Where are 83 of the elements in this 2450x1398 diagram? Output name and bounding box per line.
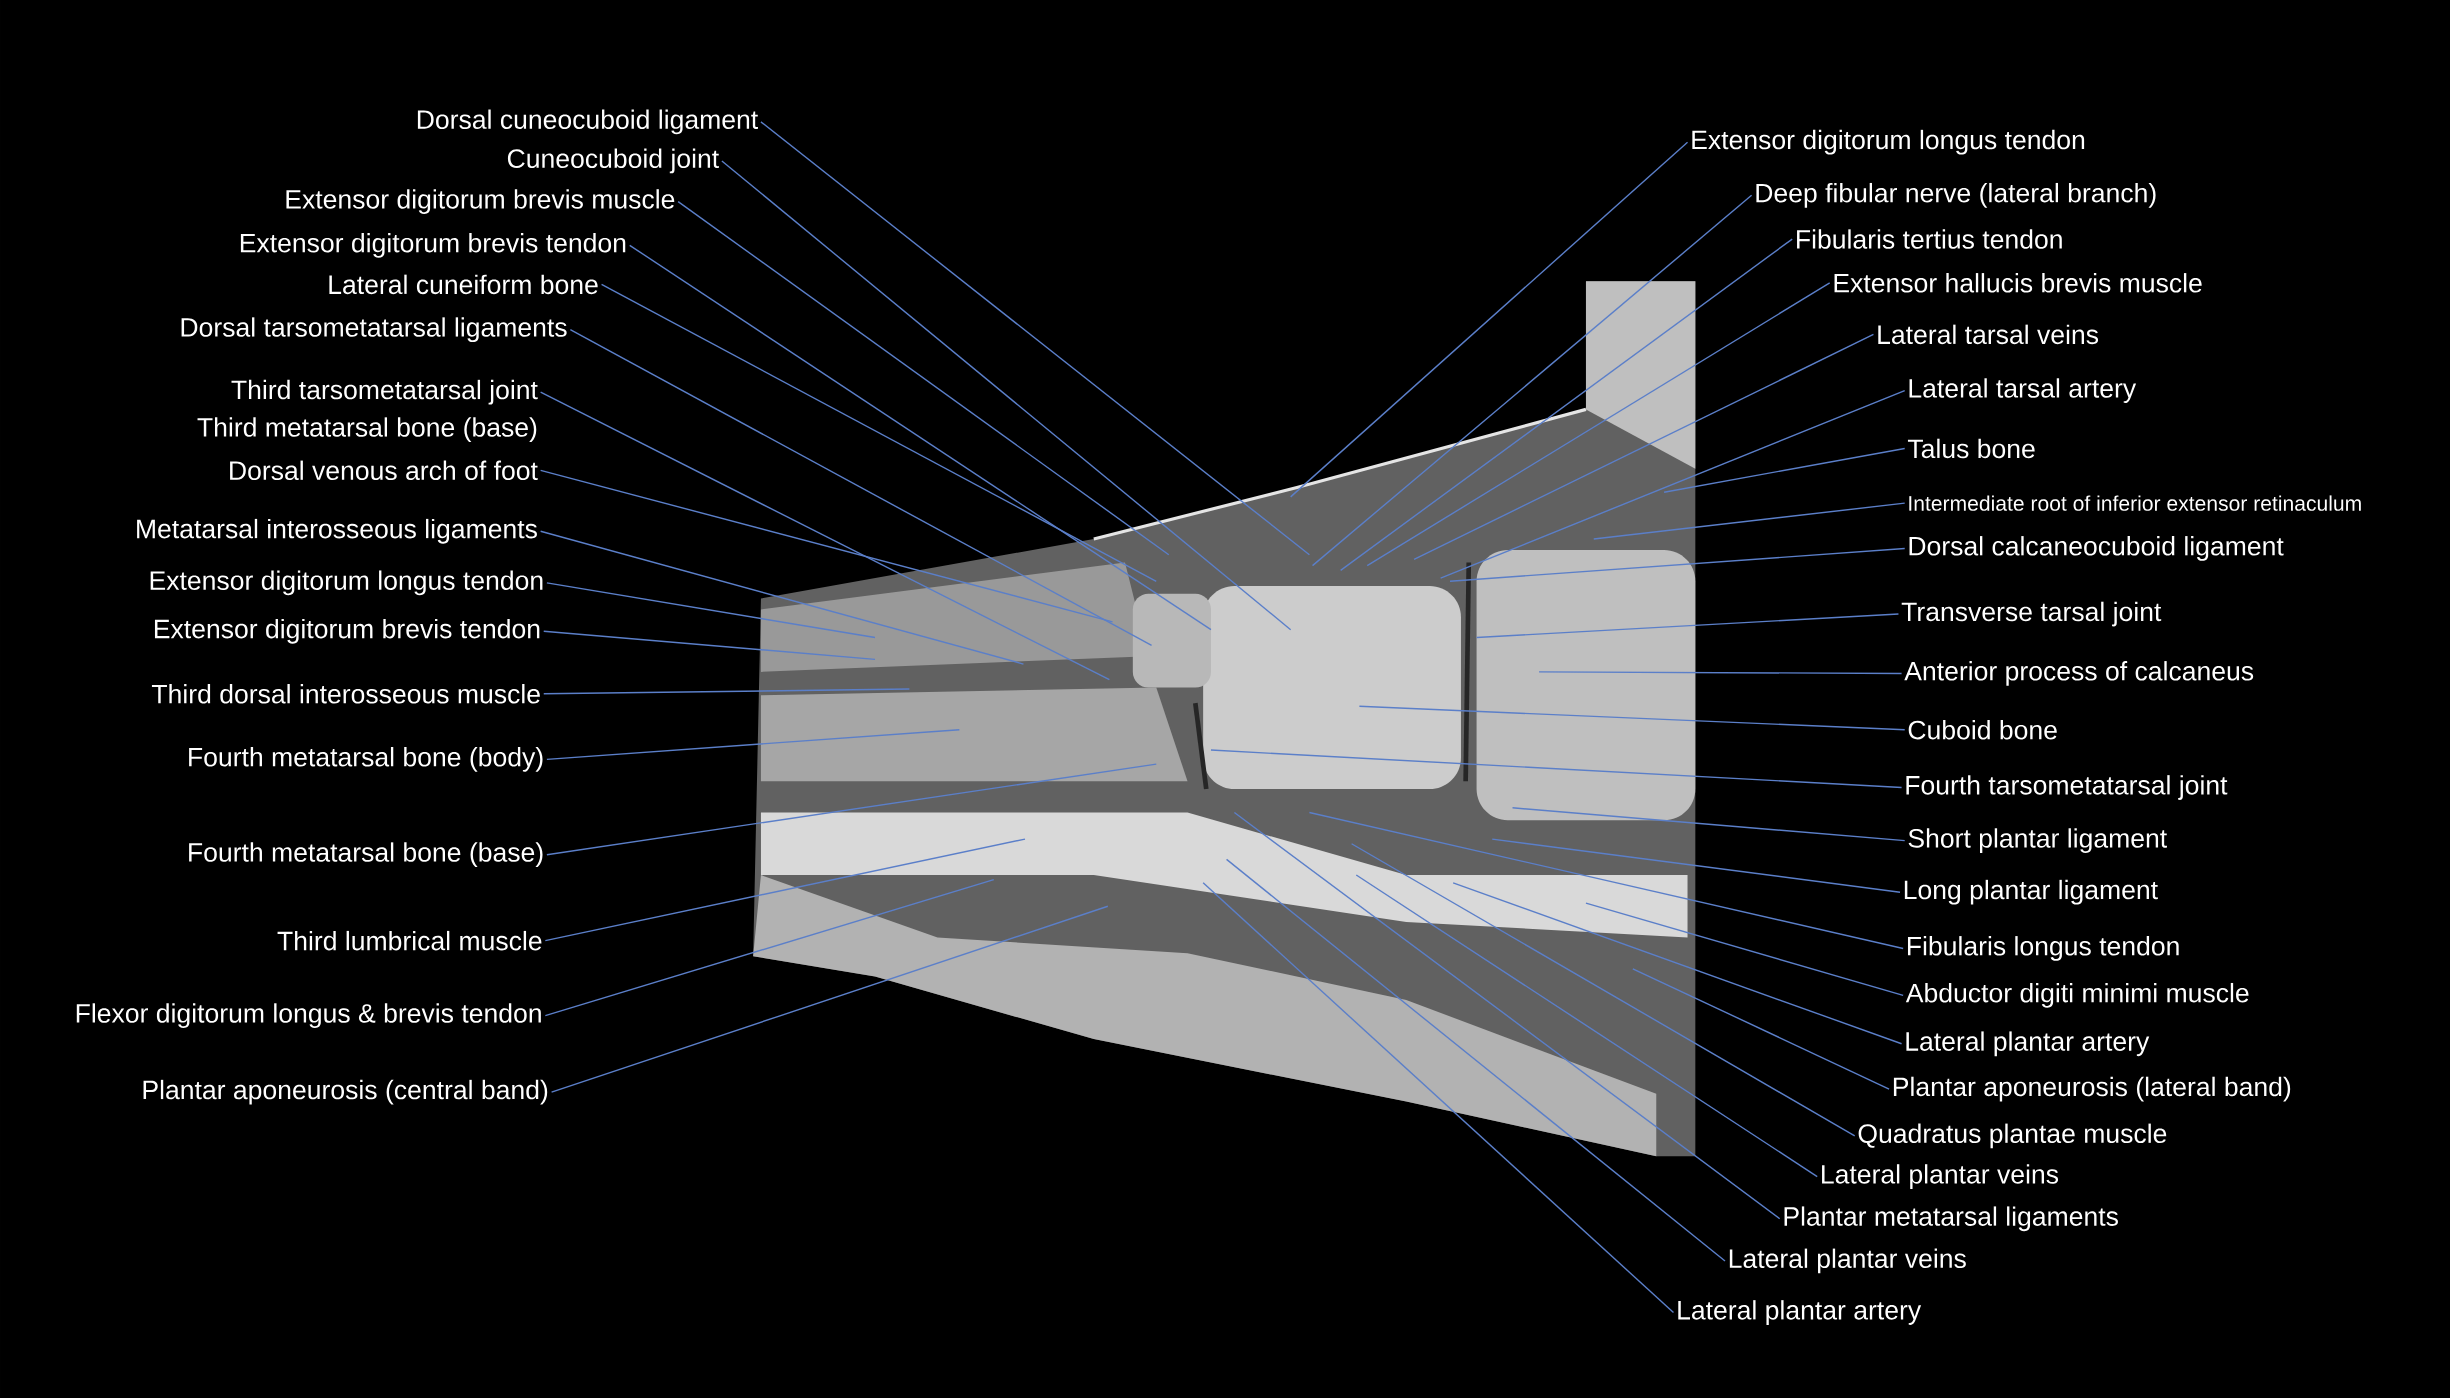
leader-line — [543, 630, 876, 660]
anatomy-label: Fourth metatarsal bone (body) — [189, 746, 543, 772]
leader-line — [569, 328, 1153, 646]
leader-line — [544, 878, 995, 1017]
anatomy-label: Long plantar ligament — [1904, 879, 2158, 905]
anatomy-label: Fourth metatarsal bone (base) — [189, 842, 543, 867]
anatomy-label: Extensor hallucis brevis muscle — [1834, 272, 2202, 293]
anatomy-label: Plantar metatarsal ligaments — [1784, 1206, 2118, 1231]
leader-line — [1358, 705, 1906, 731]
leader-line — [1475, 613, 1900, 638]
leader-line — [1225, 858, 1726, 1262]
leader-line — [1511, 806, 1906, 842]
leader-line — [1538, 670, 1903, 674]
leader-line — [1413, 333, 1875, 560]
leader-line — [1632, 967, 1890, 1090]
leader-line — [1202, 881, 1675, 1313]
anatomy-label: Lateral tarsal artery — [1909, 378, 2137, 403]
leader-line — [544, 838, 1026, 942]
leader-line — [546, 728, 961, 760]
leader-line — [677, 200, 1170, 556]
anatomy-label: Cuneocuboid joint — [507, 148, 719, 174]
leader-line — [1452, 881, 1903, 1045]
anatomy-label: Extensor digitorum brevis tendon — [240, 232, 626, 258]
leader-line — [760, 120, 1311, 556]
anatomy-label: Anterior process of calcaneus — [1904, 660, 2254, 686]
anatomy-label: Quadratus plantae muscle — [1858, 1123, 2167, 1149]
leader-line — [539, 469, 1114, 623]
anatomy-label: Dorsal venous arch of foot — [230, 460, 538, 480]
leader-line — [1311, 194, 1753, 567]
anatomy-label: Lateral cuneiform bone — [329, 274, 598, 294]
leader-line — [546, 581, 876, 638]
leader-line — [721, 160, 1292, 631]
anatomy-label: Dorsal tarsometatarsal ligaments — [181, 317, 567, 342]
leader-line — [1210, 749, 1903, 788]
anatomy-label: Dorsal calcaneocuboid ligament — [1909, 535, 2284, 561]
anatomy-label: Lateral plantar veins — [1822, 1164, 2059, 1189]
leader-line — [1491, 838, 1901, 893]
anatomy-label: Extensor digitorum longus tendon — [150, 570, 543, 595]
anatomy-label: Dorsal cuneocuboid ligament — [417, 109, 758, 135]
leader-line — [1350, 842, 1856, 1137]
anatomy-label: Flexor digitorum longus & brevis tendon — [76, 1003, 541, 1028]
anatomy-label: Intermediate root of inferior extensor retinaculum — [1909, 495, 2361, 511]
leader-line — [550, 905, 1109, 1093]
anatomy-label: Third dorsal interosseous muscle — [151, 683, 540, 704]
anatomy-label: Lateral plantar artery — [1678, 1299, 1922, 1325]
leader-line — [546, 763, 1157, 856]
leader-line — [539, 391, 1111, 681]
leader-line — [1289, 141, 1689, 498]
leader-line — [1449, 547, 1906, 582]
leader-line — [539, 530, 1025, 665]
leader-line — [1233, 811, 1781, 1220]
anatomy-label: Metatarsal interosseous ligaments — [137, 518, 537, 544]
anatomy-label: Lateral plantar artery — [1906, 1031, 2150, 1056]
leader-line — [1308, 811, 1904, 949]
leader-line — [629, 244, 1212, 631]
anatomy-label: Fibularis longus tendon — [1908, 935, 2179, 961]
anatomy-label: Fourth tarsometatarsal joint — [1906, 774, 2228, 800]
anatomy-label: Lateral plantar veins — [1729, 1248, 1966, 1274]
leader-line — [1585, 902, 1904, 996]
anatomy-label: Transverse tarsal joint — [1901, 601, 2162, 627]
anatomy-label: Talus bone — [1907, 438, 2035, 458]
leader-line — [1439, 389, 1906, 579]
anatomy-label: Third lumbrical muscle — [277, 930, 542, 951]
leader-line — [1593, 502, 1906, 540]
leader-line — [543, 688, 911, 695]
anatomy-label: Plantar aponeurosis (lateral band) — [1893, 1076, 2291, 1102]
leader-line — [1339, 238, 1793, 571]
anatomy-label: Extensor digitorum longus tendon — [1692, 129, 2085, 155]
leader-line — [1663, 447, 1906, 493]
anatomy-label: Abductor digiti minimi muscle — [1905, 982, 2249, 1008]
anatomy-label: Plantar aponeurosis (central band) — [143, 1079, 548, 1105]
anatomy-label: Third metatarsal bone (base) — [197, 417, 537, 442]
anatomy-label: Fibularis tertius tendon — [1797, 229, 2062, 249]
leader-line — [1355, 874, 1818, 1178]
anatomy-label: Extensor digitorum brevis muscle — [286, 189, 675, 214]
anatomy-label: Deep fibular nerve (lateral branch) — [1756, 182, 2156, 208]
leader-line — [1366, 281, 1831, 567]
leader-line — [600, 283, 1157, 582]
anatomy-label: Extensor digitorum brevis tendon — [154, 618, 540, 644]
anatomy-label: Short plantar ligament — [1908, 828, 2167, 853]
anatomy-label: Lateral tarsal veins — [1878, 324, 2099, 344]
anatomy-label: Cuboid bone — [1908, 719, 2057, 740]
anatomy-label: Third tarsometatarsal joint — [231, 379, 538, 405]
